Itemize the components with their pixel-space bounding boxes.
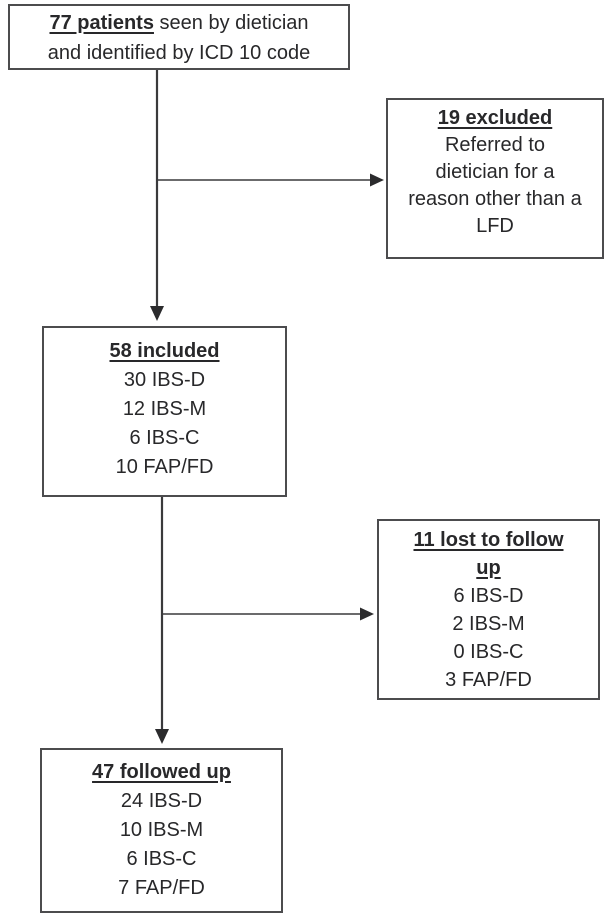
included-line: 10 FAP/FD xyxy=(115,456,214,478)
lost-heading-line2: up xyxy=(476,557,501,579)
followed-line: 6 IBS-C xyxy=(126,848,197,870)
excluded-line: Referred to xyxy=(444,134,546,156)
followed-heading: 47 followed up xyxy=(92,761,231,783)
patients-line2: and identified by ICD 10 code xyxy=(47,42,311,64)
box-patients: 77 patients seen by dietician and identi… xyxy=(8,4,350,70)
arrow-to-lost xyxy=(162,607,374,621)
included-line: 30 IBS-D xyxy=(123,369,206,391)
followed-line: 10 IBS-M xyxy=(119,819,204,841)
included-heading: 58 included xyxy=(109,340,220,362)
included-line: 12 IBS-M xyxy=(122,398,207,420)
lost-line: 0 IBS-C xyxy=(453,641,524,663)
box-lost-to-follow-up: 11 lost to follow up 6 IBS-D 2 IBS-M 0 I… xyxy=(377,519,600,700)
followed-line: 24 IBS-D xyxy=(120,790,203,812)
arrow-to-excluded xyxy=(157,173,384,187)
lost-line: 2 IBS-M xyxy=(452,613,525,635)
box-included: 58 included 30 IBS-D 12 IBS-M 6 IBS-C 10… xyxy=(42,326,287,497)
excluded-heading: 19 excluded xyxy=(437,107,553,129)
arrow-included-to-followed xyxy=(155,497,169,744)
lost-line: 3 FAP/FD xyxy=(445,669,532,691)
followed-line: 7 FAP/FD xyxy=(118,877,205,899)
excluded-line: dietician for a xyxy=(435,161,555,183)
patients-count: 77 patients xyxy=(49,12,154,34)
included-line: 6 IBS-C xyxy=(129,427,200,449)
excluded-line: LFD xyxy=(476,215,514,237)
lost-heading-line1: 11 lost to follow xyxy=(413,529,564,551)
arrow-patients-to-included xyxy=(150,70,164,321)
patients-line1: 77 patients seen by dietician xyxy=(10,8,348,38)
excluded-line: reason other than a xyxy=(408,188,582,210)
box-excluded: 19 excluded Referred to dietician for a … xyxy=(386,98,604,259)
lost-line: 6 IBS-D xyxy=(453,585,524,607)
patients-line1-rest: seen by dietician xyxy=(153,12,309,34)
box-followed-up: 47 followed up 24 IBS-D 10 IBS-M 6 IBS-C… xyxy=(40,748,283,913)
